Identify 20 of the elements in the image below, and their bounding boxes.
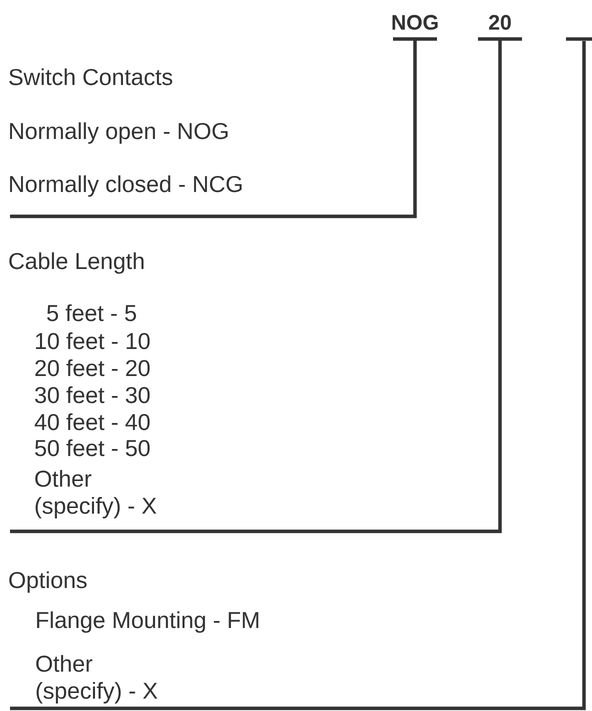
leader-line xyxy=(8,37,439,218)
option-text: 20 feet - 20 xyxy=(35,359,150,376)
code-label: NOG xyxy=(392,14,438,30)
option-text: 5 feet - 5 xyxy=(47,304,136,322)
section-heading: Options xyxy=(9,571,87,593)
option-text: Other (specify) - X xyxy=(36,655,158,704)
option-text: 40 feet - 40 xyxy=(34,413,150,430)
option-text: Other (specify) - X xyxy=(35,470,156,518)
option-text: 10 feet - 10 xyxy=(36,332,150,350)
option-text: Normally closed - NCG xyxy=(10,175,242,197)
leader-line xyxy=(10,40,586,710)
code-bar xyxy=(566,37,592,41)
option-text: Normally open - NOG xyxy=(10,122,228,144)
code-label: 20 xyxy=(489,14,511,30)
leader-line xyxy=(8,37,524,534)
option-text: 50 feet - 50 xyxy=(35,439,150,456)
section-heading: Switch Contacts xyxy=(9,68,172,86)
option-text: Flange Mounting - FM xyxy=(37,611,258,633)
section-heading: Cable Length xyxy=(9,252,144,274)
option-text: 30 feet - 30 xyxy=(35,386,150,404)
